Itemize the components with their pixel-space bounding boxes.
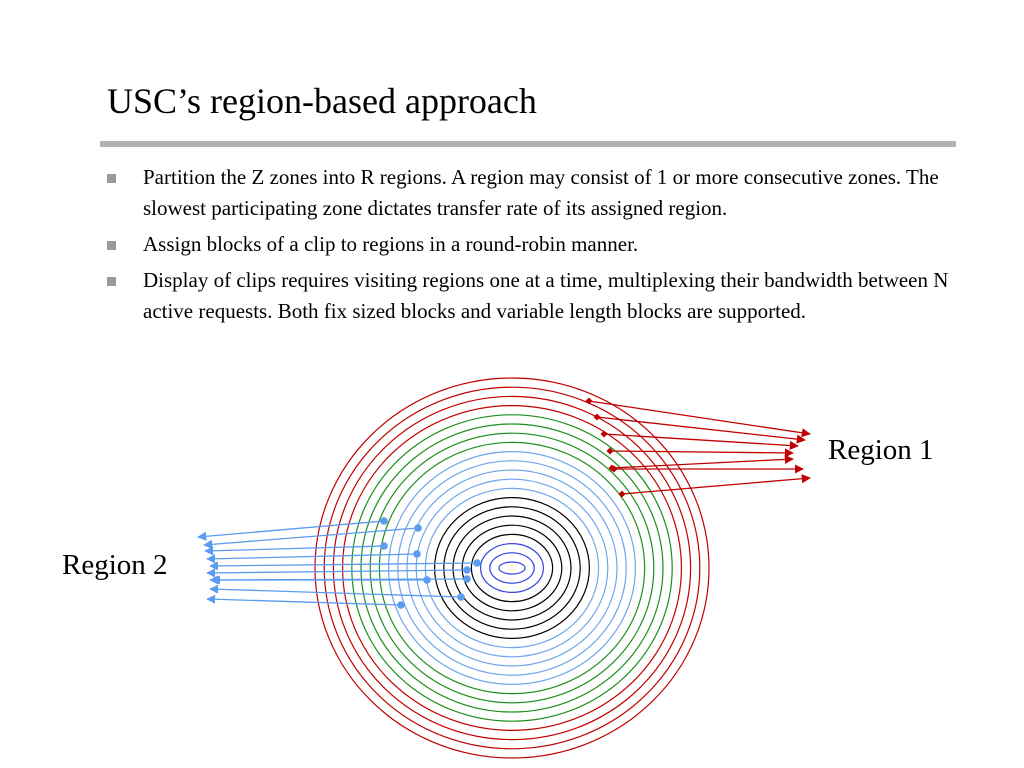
block-marker: [457, 593, 465, 601]
region-1-arrow: [621, 474, 811, 495]
block-marker: [423, 576, 431, 584]
zone-ring: [397, 460, 627, 676]
region-2-arrow: [197, 520, 385, 541]
block-marker: [593, 413, 601, 421]
block-marker: [463, 575, 471, 583]
slide-title: USC’s region-based approach: [107, 81, 537, 121]
region-1-arrow: [596, 416, 806, 444]
square-bullet-icon: [107, 277, 116, 286]
region-2-arrow: [209, 575, 468, 585]
zone-ring: [470, 533, 554, 603]
bullet-text: Partition the Z zones into R regions. A …: [143, 165, 939, 220]
zone-ring: [452, 515, 572, 621]
region-1-arrow: [611, 454, 794, 469]
block-marker: [380, 542, 388, 550]
block-marker: [600, 430, 608, 438]
block-marker: [618, 490, 626, 498]
zone-ring: [378, 441, 646, 695]
zone-rings: [314, 377, 710, 759]
zone-ring: [351, 414, 673, 722]
region-2-arrow: [209, 584, 462, 598]
region-2-arrows: [197, 517, 481, 609]
region-2-arrow: [209, 561, 478, 571]
block-marker: [473, 559, 481, 567]
region-1-arrow: [603, 433, 799, 451]
square-bullet-icon: [107, 241, 116, 250]
block-marker: [414, 524, 422, 532]
zone-ring: [406, 469, 618, 667]
zone-ring: [480, 542, 545, 593]
zone-ring: [314, 377, 710, 759]
region-2-arrow: [206, 553, 418, 564]
block-marker: [606, 447, 614, 455]
block-marker: [413, 550, 421, 558]
region-2-arrow: [203, 527, 419, 549]
block-marker: [397, 601, 405, 609]
bullet-item: Display of clips requires visiting regio…: [100, 265, 960, 327]
bullet-text: Assign blocks of a clip to regions in a …: [143, 232, 639, 256]
zone-ring: [360, 423, 664, 713]
zone-ring: [342, 405, 682, 731]
bullet-text: Display of clips requires visiting regio…: [143, 268, 949, 323]
block-marker: [585, 397, 593, 405]
region-2-arrow: [206, 594, 402, 606]
zone-ring: [369, 432, 655, 704]
zone-ring: [489, 552, 535, 584]
zone-ring: [461, 524, 563, 612]
zone-ring: [332, 395, 692, 741]
zone-ring: [323, 386, 701, 750]
region-2-arrow: [206, 568, 468, 578]
zone-ring: [443, 506, 581, 630]
region-1-arrows: [585, 397, 811, 498]
zone-ring: [424, 487, 600, 649]
title-divider: [100, 141, 956, 147]
zone-ring: [434, 497, 591, 640]
bullet-list: Partition the Z zones into R regions. A …: [100, 162, 960, 332]
region-2-label: Region 2: [62, 549, 168, 581]
zone-ring: [415, 478, 609, 658]
region-1-arrow: [588, 400, 811, 438]
zone-ring: [388, 451, 637, 686]
square-bullet-icon: [107, 174, 116, 183]
zone-ring: [498, 561, 526, 575]
block-marker: [463, 566, 471, 574]
block-marker: [610, 465, 618, 473]
block-marker: [380, 517, 388, 525]
region-2-arrow: [204, 545, 385, 556]
bullet-item: Assign blocks of a clip to regions in a …: [100, 229, 960, 260]
region-1-arrow: [609, 448, 794, 458]
bullet-item: Partition the Z zones into R regions. A …: [100, 162, 960, 224]
region-1-label: Region 1: [828, 434, 934, 466]
